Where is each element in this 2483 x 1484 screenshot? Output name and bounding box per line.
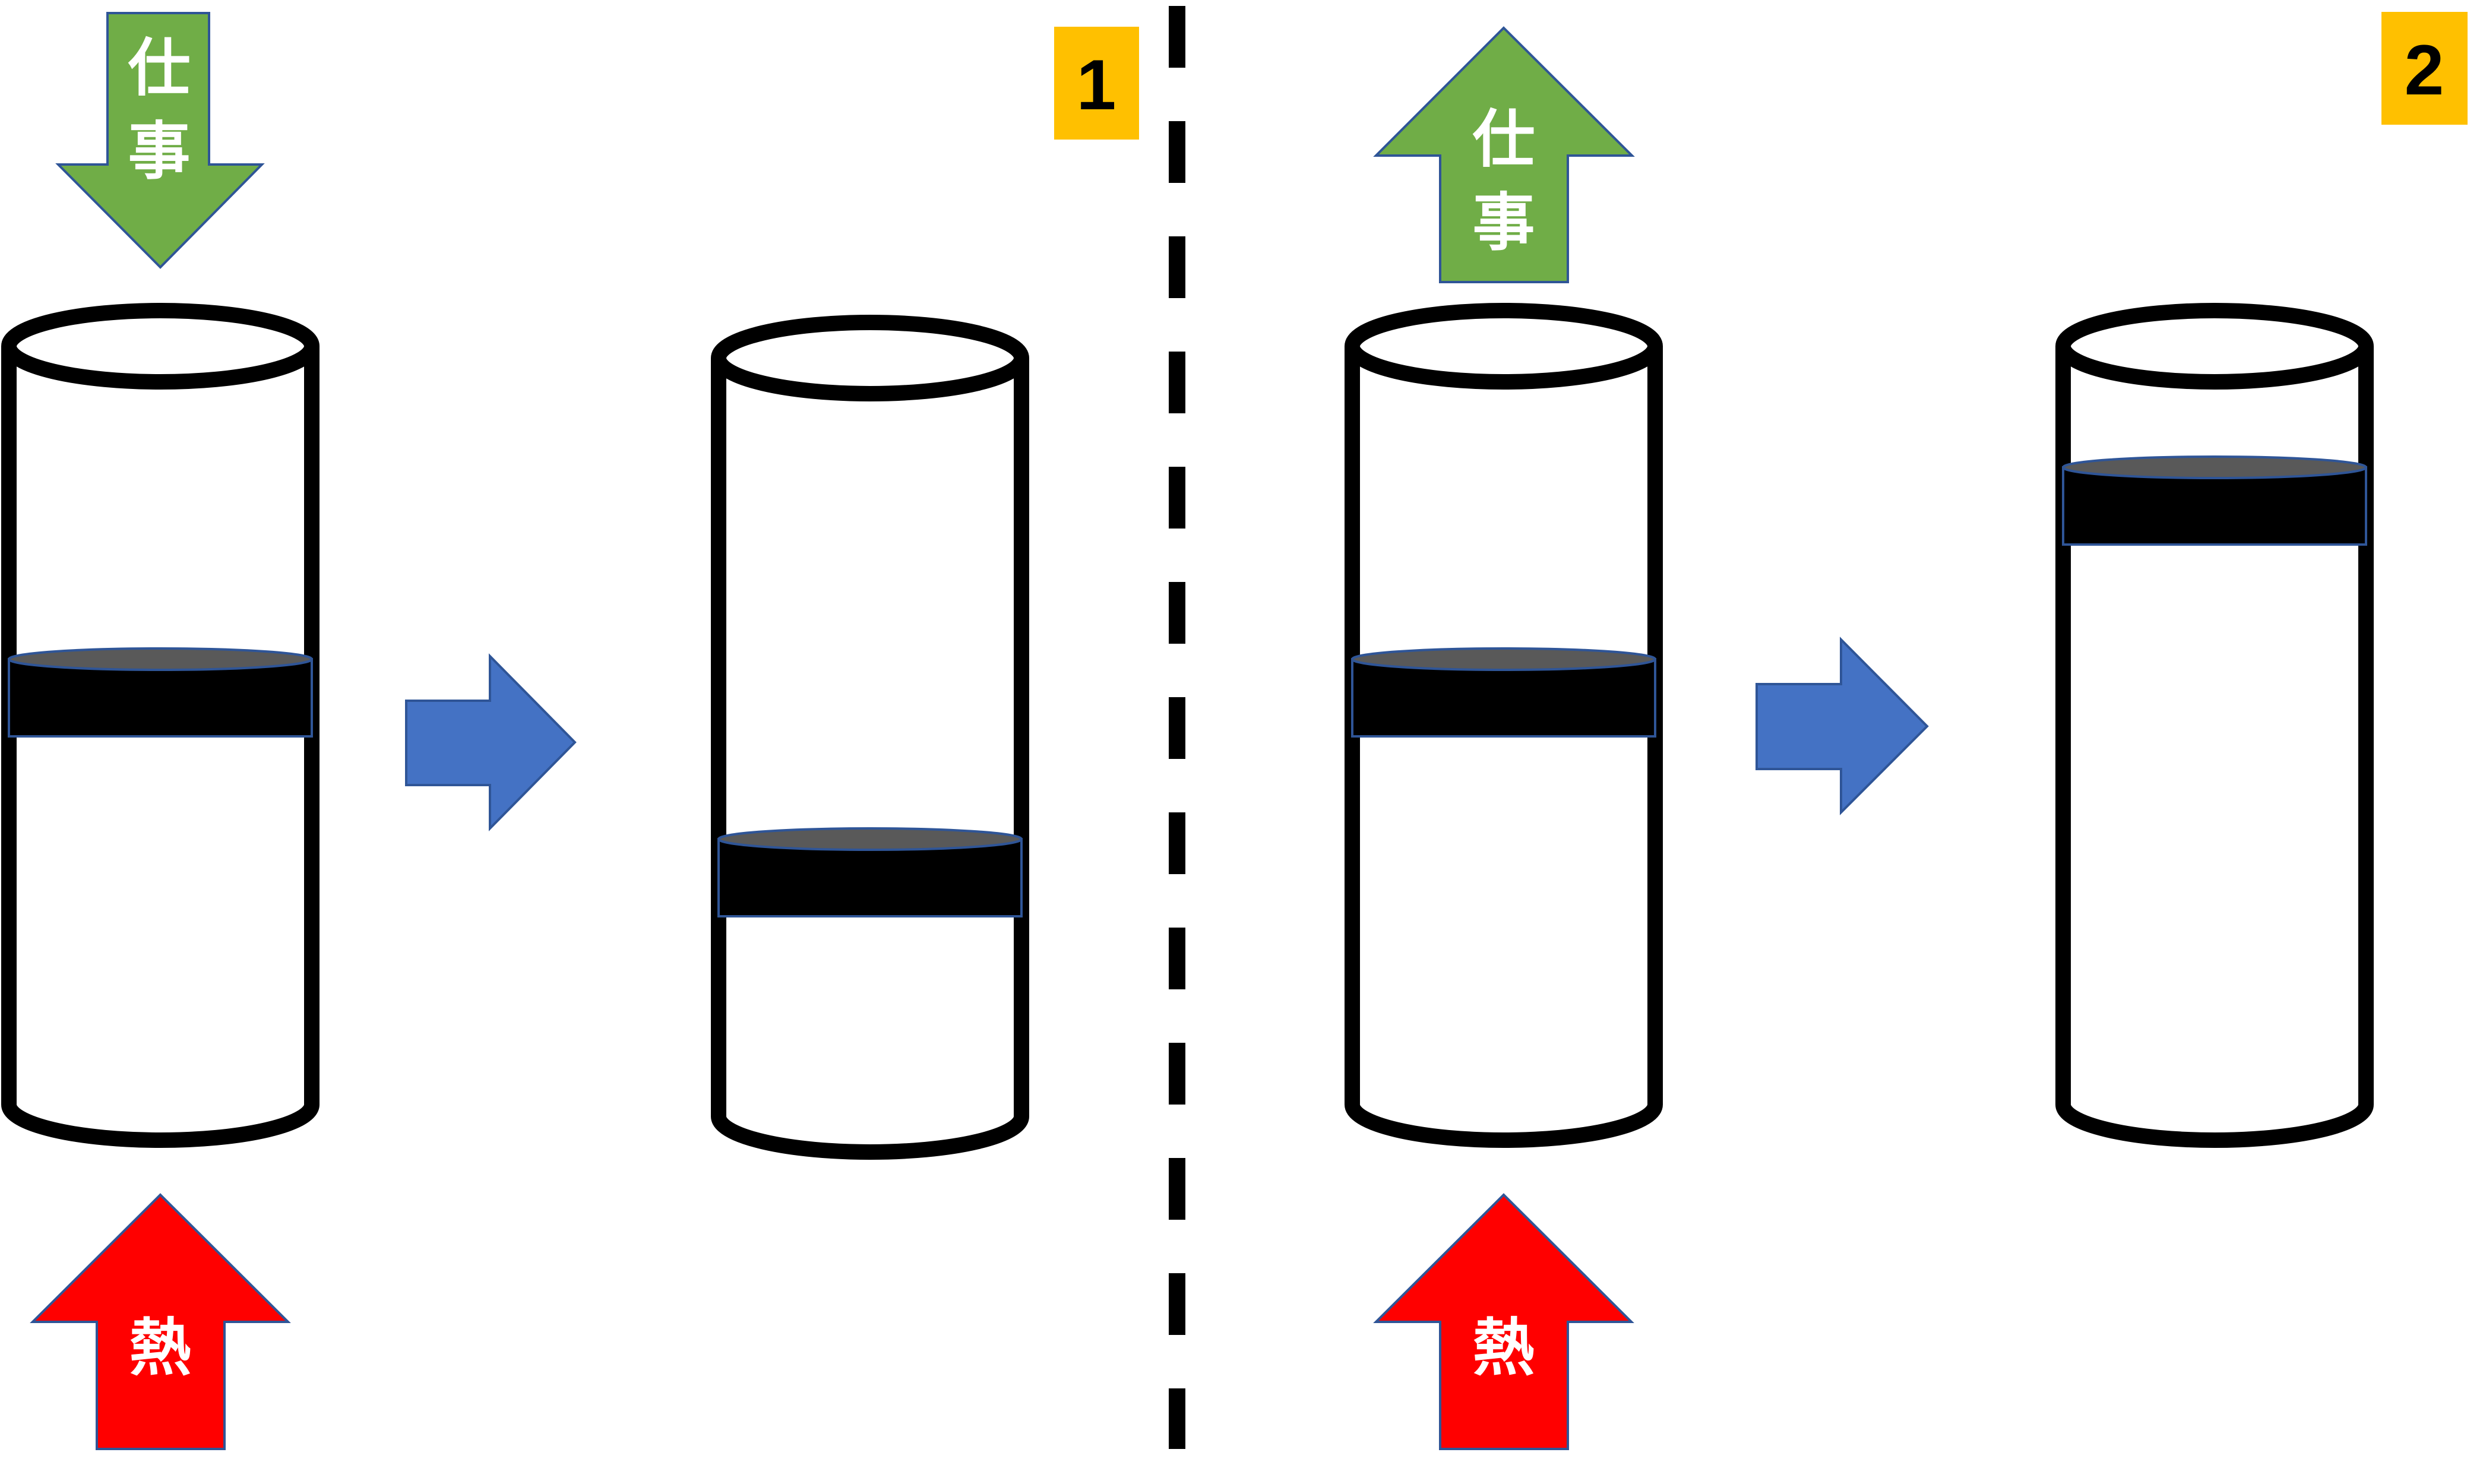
heat-arrow-icon-panel1: 熱 bbox=[30, 1193, 291, 1450]
badge-number: 2 bbox=[2405, 30, 2444, 110]
cylinder-icon-2 bbox=[711, 315, 1029, 1160]
piston-icon-3 bbox=[1351, 647, 1656, 738]
work-label-char2: 事 bbox=[1472, 186, 1535, 259]
piston-icon-2 bbox=[717, 827, 1023, 917]
transition-arrow-icon-1 bbox=[405, 653, 577, 831]
work-arrow-icon-panel1: 仕 事 bbox=[55, 12, 265, 269]
piston-icon-1 bbox=[8, 647, 313, 738]
step-badge-1: 1 bbox=[1054, 27, 1139, 140]
badge-number: 1 bbox=[1077, 45, 1116, 125]
piston-icon-4 bbox=[2062, 455, 2367, 546]
step-badge-2: 2 bbox=[2381, 12, 2468, 125]
heat-label: 熱 bbox=[1472, 1312, 1535, 1384]
cylinder-icon-4 bbox=[2055, 303, 2374, 1148]
heat-label: 熱 bbox=[129, 1312, 191, 1384]
work-label-char1: 仕 bbox=[1472, 103, 1535, 176]
transition-arrow-icon-2 bbox=[1756, 637, 1929, 815]
work-arrow-icon-panel2: 仕 事 bbox=[1373, 26, 1635, 283]
heat-arrow-icon-panel2: 熱 bbox=[1373, 1193, 1634, 1450]
work-label-char2: 事 bbox=[128, 115, 190, 188]
work-label-char1: 仕 bbox=[128, 32, 190, 105]
